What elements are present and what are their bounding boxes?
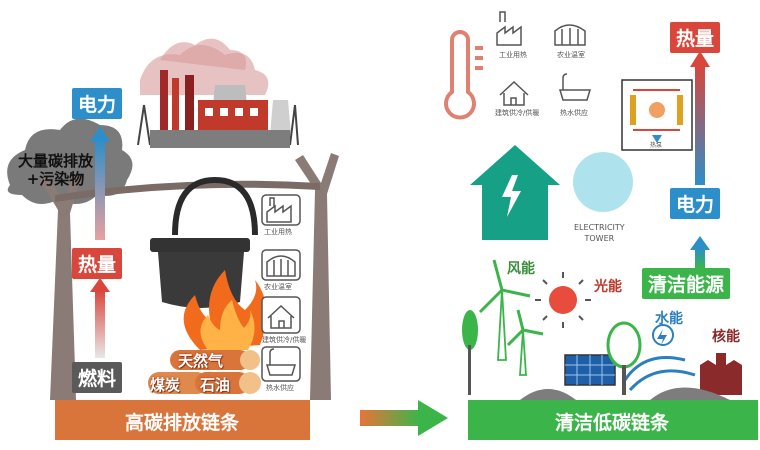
fuel-oil-label: 石油 bbox=[200, 376, 231, 394]
right-electricity-label: 电力 bbox=[670, 188, 721, 219]
left-chain-label: 高碳排放链条 bbox=[125, 412, 240, 434]
wind-turbine-icon bbox=[478, 259, 544, 376]
right-use-building: 建筑供冷/供暖 bbox=[495, 109, 540, 117]
right-flow-arrows bbox=[690, 51, 710, 268]
heat-pump-label: 热泵 bbox=[650, 142, 663, 149]
landscape-icon bbox=[462, 310, 730, 400]
right-bottom-bar bbox=[468, 400, 758, 440]
right-chain-label: 清洁低碳链条 bbox=[555, 412, 670, 434]
coal-factory-icon bbox=[137, 38, 299, 148]
smart-house-icon bbox=[470, 145, 560, 240]
cooking-pot-icon bbox=[150, 176, 258, 308]
left-use-building: 建筑供冷/供暖 bbox=[262, 336, 307, 344]
right-use-hotwater: 热水供应 bbox=[560, 109, 588, 117]
left-flow-arrows bbox=[90, 126, 110, 358]
clean-energy-label: 清洁能源 bbox=[642, 268, 731, 299]
right-use-greenhouse: 农业温室 bbox=[557, 51, 585, 59]
nuclear-label: 核能 bbox=[712, 329, 740, 345]
right-use-icons bbox=[496, 11, 592, 106]
right-heat-label: 热量 bbox=[670, 22, 721, 53]
left-use-icons bbox=[261, 194, 301, 382]
right-use-industry: 工业用热 bbox=[499, 51, 527, 59]
left-use-greenhouse: 农业温室 bbox=[264, 283, 292, 291]
left-fuel-label: 燃料 bbox=[72, 362, 123, 393]
left-electricity-label: 电力 bbox=[72, 88, 123, 119]
fuel-logs-icon bbox=[148, 350, 261, 394]
solar-label: 光能 bbox=[594, 279, 622, 295]
left-use-industry: 工业用热 bbox=[264, 228, 292, 236]
electricity-tower-icon bbox=[573, 152, 633, 212]
left-bottom-bar bbox=[55, 400, 310, 440]
wood-frame-icon bbox=[40, 153, 339, 400]
fuel-coal-label: 煤炭 bbox=[150, 376, 181, 394]
sun-icon bbox=[535, 272, 591, 328]
nuclear-plant-icon bbox=[700, 353, 742, 395]
wind-label: 风能 bbox=[507, 261, 535, 277]
thermometer-icon bbox=[444, 30, 483, 120]
hydro-label: 水能 bbox=[655, 311, 683, 327]
fuel-gas-label: 天然气 bbox=[178, 352, 224, 370]
heat-pump-diagram-icon bbox=[621, 79, 693, 151]
hydro-icon bbox=[623, 324, 696, 392]
fire-icon bbox=[183, 270, 267, 350]
tower-label: ELECTRICITY TOWER bbox=[574, 223, 625, 243]
left-heat-label: 热量 bbox=[72, 248, 123, 279]
emission-label: 大量碳排放 +污染物 bbox=[18, 152, 94, 188]
transition-arrow bbox=[360, 400, 448, 436]
left-use-hotwater: 热水供应 bbox=[266, 384, 294, 392]
solar-panel-icon bbox=[564, 354, 616, 386]
